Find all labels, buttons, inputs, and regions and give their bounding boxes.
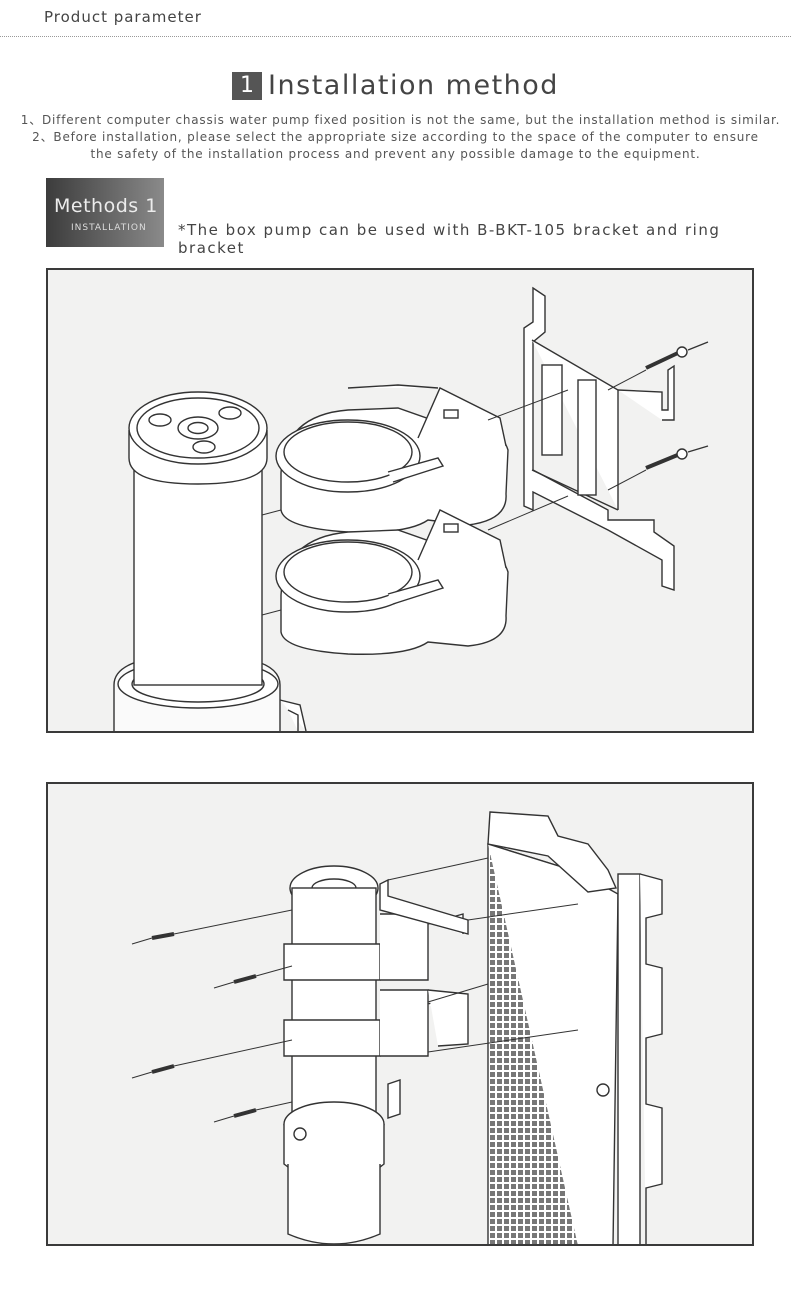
pump-bracket-exploded-diagram [113, 286, 709, 731]
note-2-cont: the safety of the installation process a… [90, 147, 701, 161]
leader-lines [261, 369, 647, 616]
header-title: Product parameter [44, 8, 202, 26]
page-header: Product parameter [0, 0, 791, 38]
screw-1 [131, 932, 175, 945]
pump-radiator-diagram [131, 811, 663, 1244]
methods-badge: Methods 1 INSTALLATION [46, 178, 164, 247]
ring-bracket-lower [275, 509, 509, 655]
screws [131, 932, 257, 1123]
mounting-bracket-plate [523, 286, 675, 591]
section-title: Installation method [268, 70, 559, 101]
screw-lower [645, 445, 709, 470]
screw-2 [213, 974, 257, 989]
ring-bracket-upper [275, 384, 509, 533]
methods-label: Methods 1 [54, 195, 158, 217]
screw-upper [645, 341, 709, 370]
diagram-panel-2 [46, 782, 754, 1246]
methods-sublabel: INSTALLATION [71, 223, 147, 233]
screw-4 [213, 1108, 257, 1123]
pump-illustration [113, 391, 307, 731]
note-1: 1、Different computer chassis water pump … [20, 113, 781, 127]
bracket-note: *The box pump can be used with B-BKT-105… [178, 221, 721, 257]
note-2: 2、Before installation, please select the… [32, 130, 759, 144]
screw-3 [131, 1064, 175, 1079]
diagram-panel-1 [46, 268, 754, 733]
leader-lines [173, 857, 579, 1111]
installation-notes: 1、Different computer chassis water pump … [0, 112, 791, 163]
ring-bracket-upper [283, 913, 464, 981]
radiator-illustration [487, 811, 663, 1244]
header-divider [0, 36, 791, 37]
section-number: 1 [232, 71, 263, 100]
